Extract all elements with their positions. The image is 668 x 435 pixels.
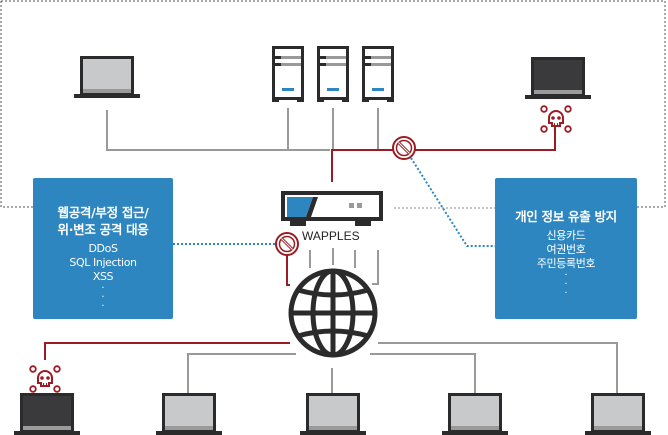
dotted-links bbox=[173, 157, 495, 247]
box-title: 웹공격/부정 접근/ bbox=[57, 205, 149, 220]
firewall-appliance-icon bbox=[281, 191, 383, 226]
external-network-lines bbox=[187, 342, 618, 393]
internal-laptop-compromised bbox=[523, 57, 593, 101]
globe-icon bbox=[288, 268, 378, 358]
attack-type: SQL Injection bbox=[69, 256, 137, 269]
block-icon bbox=[274, 231, 300, 257]
server-icon bbox=[270, 46, 306, 104]
skull-icon bbox=[29, 365, 61, 393]
box-title: 개인 정보 유출 방지 bbox=[515, 209, 617, 224]
ellipsis-dot: · bbox=[101, 301, 105, 312]
ellipsis-dot: · bbox=[564, 270, 568, 281]
box-title: 위·변조 공격 대응 bbox=[57, 222, 149, 237]
external-laptop-normal bbox=[583, 393, 653, 435]
external-laptop-normal bbox=[154, 393, 224, 435]
threat-path-internal bbox=[331, 122, 556, 182]
internal-network-lines bbox=[106, 108, 379, 151]
sensitive-data-type: 신용카드 bbox=[546, 229, 586, 242]
server-icon bbox=[360, 46, 396, 104]
threat-path-external bbox=[44, 255, 290, 360]
sensitive-data-type: 주민등록번호 bbox=[536, 257, 596, 270]
ellipsis-dot: · bbox=[101, 292, 105, 303]
ellipsis-dot: · bbox=[564, 288, 568, 299]
sensitive-data-type: 여권번호 bbox=[546, 243, 586, 256]
external-laptop-normal bbox=[298, 393, 368, 435]
attack-type: DDoS bbox=[88, 242, 118, 255]
attack-type: XSS bbox=[92, 270, 114, 283]
appliance-label: WAPPLES bbox=[302, 229, 360, 243]
block-icon bbox=[391, 135, 417, 161]
internal-laptop-normal bbox=[72, 56, 142, 100]
data-leak-prevention-box: 개인 정보 유출 방지 신용카드 여권번호 주민등록번호 · · · bbox=[495, 178, 637, 319]
external-laptop-normal bbox=[440, 393, 510, 435]
web-attack-defense-box: 웹공격/부정 접근/ 위·변조 공격 대응 DDoS SQL Injection… bbox=[33, 178, 173, 319]
server-icon bbox=[315, 46, 351, 104]
appliance-uplinks bbox=[309, 248, 379, 285]
internal-network-boundary bbox=[0, 0, 666, 208]
ellipsis-dot: · bbox=[564, 279, 568, 290]
external-laptop-compromised bbox=[12, 393, 82, 435]
ellipsis-dot: · bbox=[101, 283, 105, 294]
